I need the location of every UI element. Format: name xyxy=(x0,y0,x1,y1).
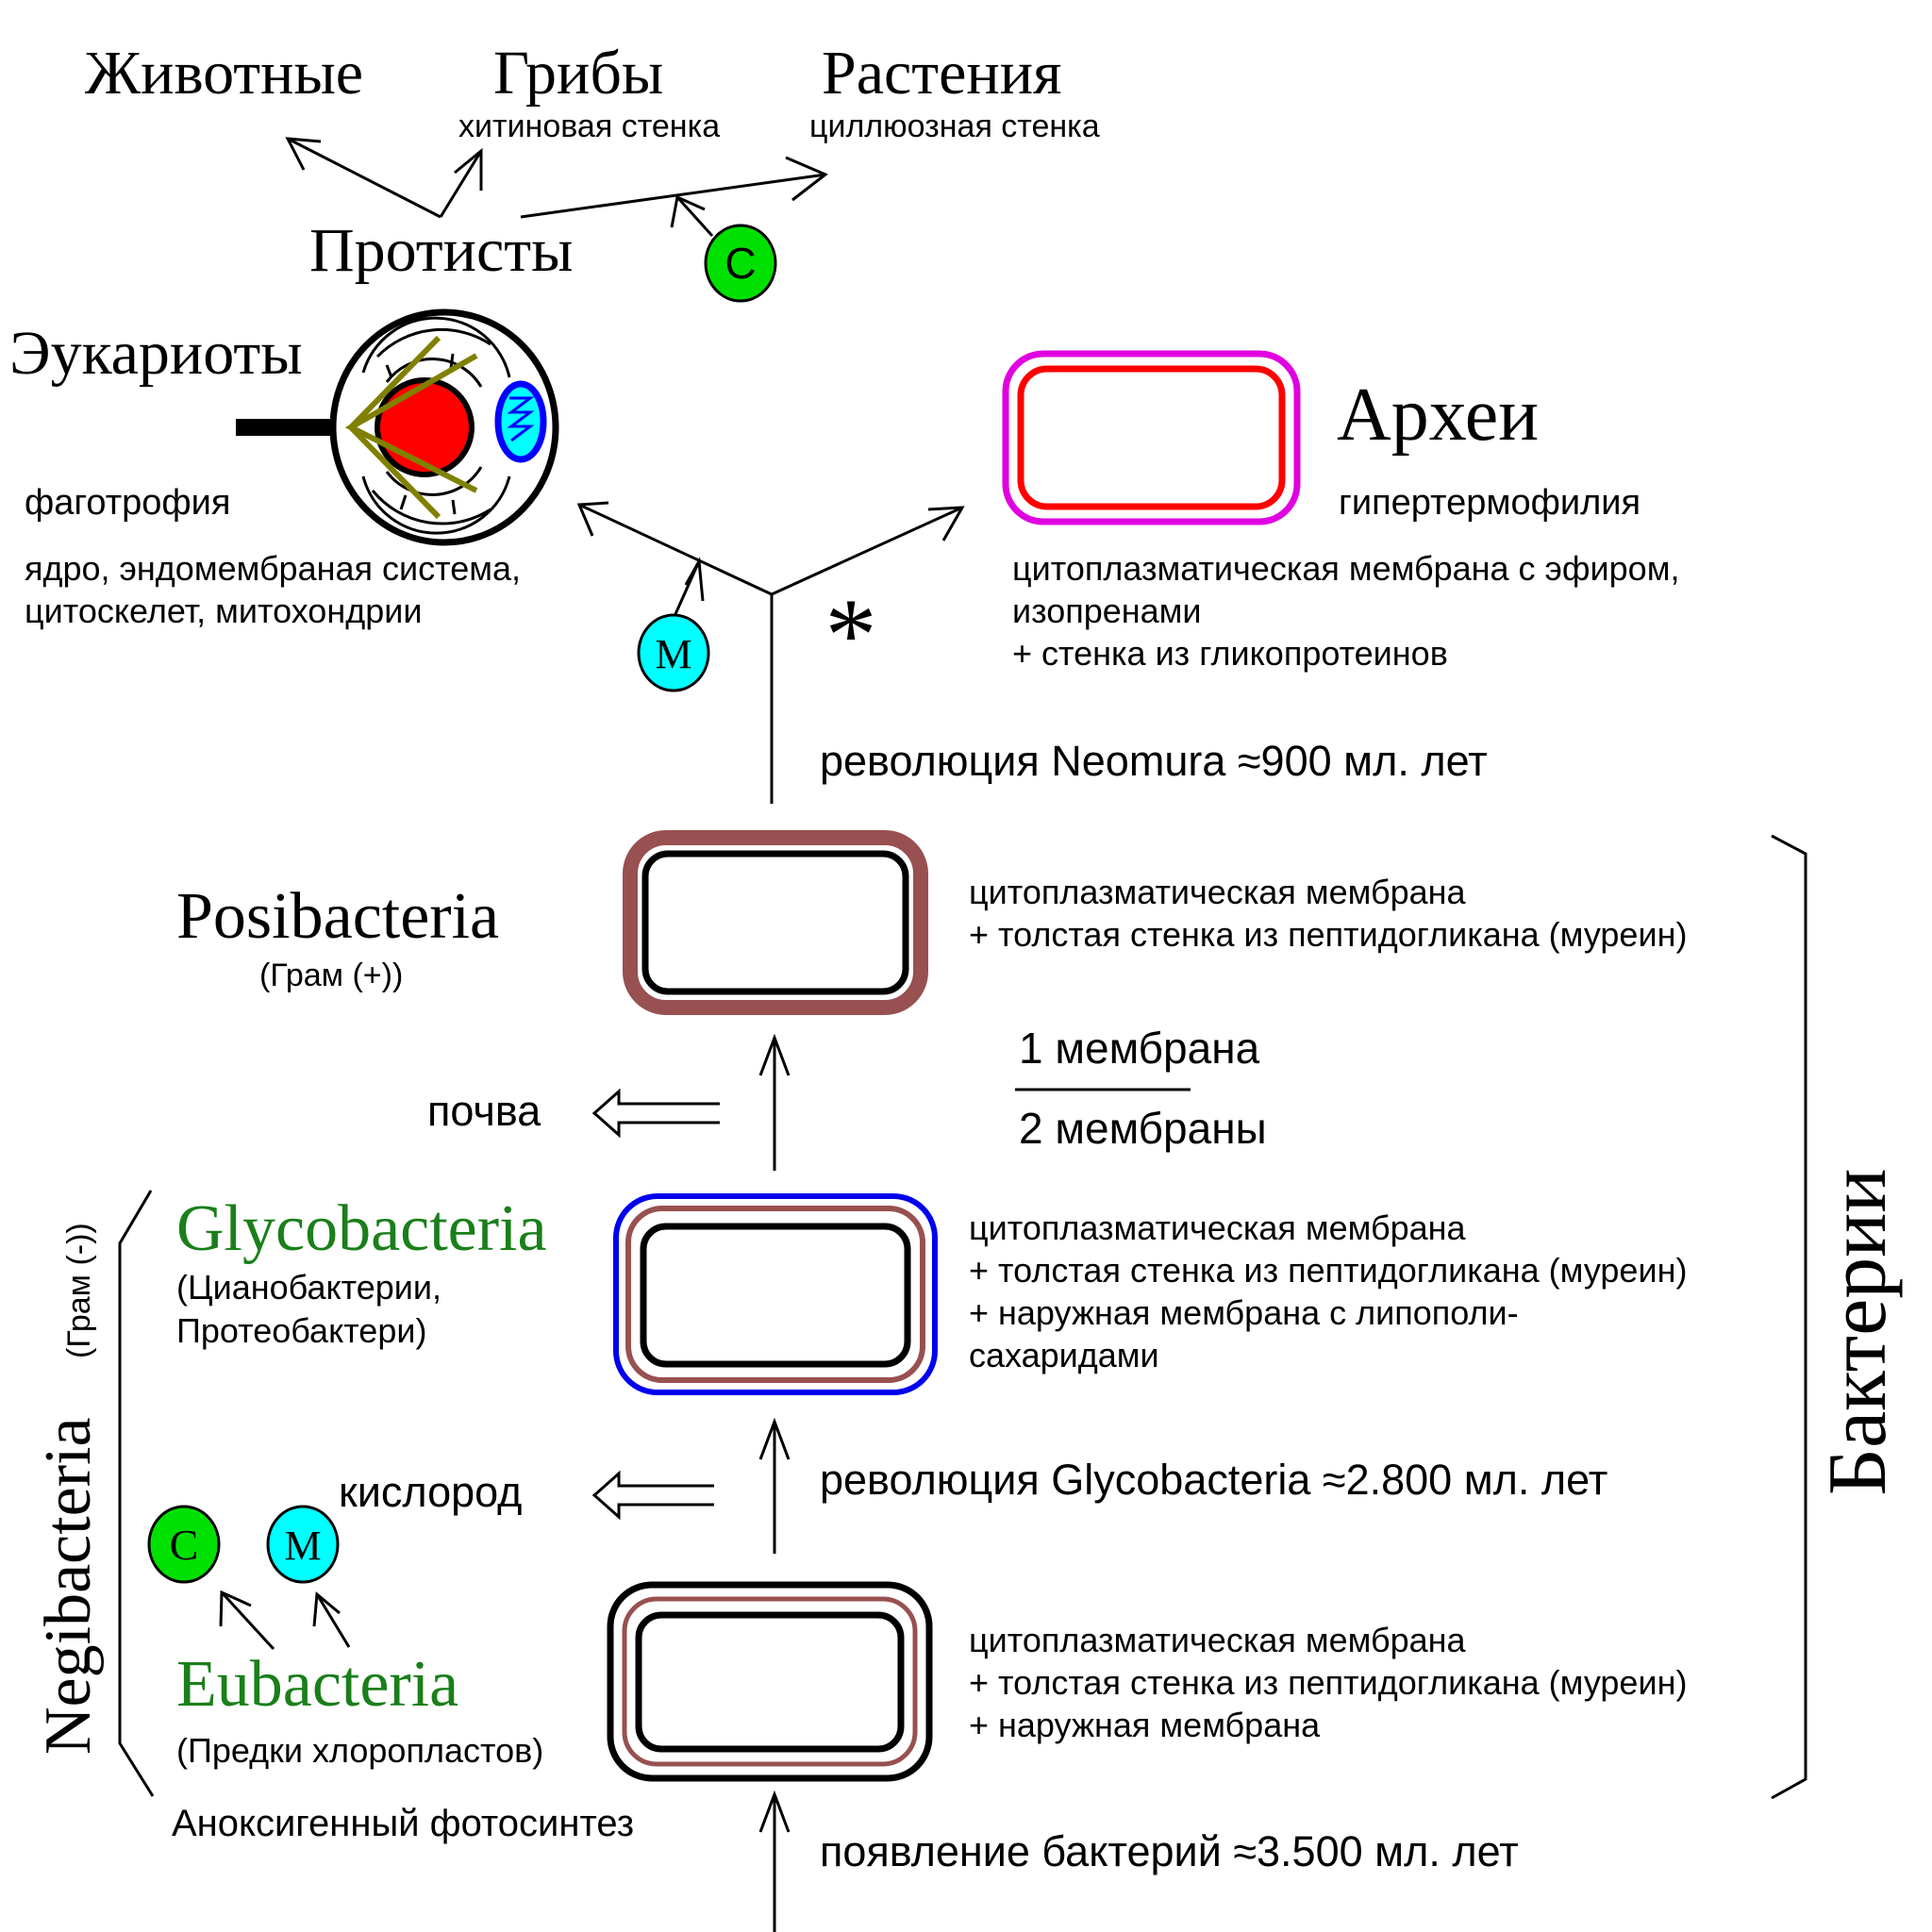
mitochondria-circle-icon xyxy=(266,1505,340,1584)
arrow-eu-to-chloroplast xyxy=(219,1590,275,1651)
eubacteria-membrane xyxy=(635,1611,905,1753)
note-plants-wall: циллюозная стенка xyxy=(809,108,1100,144)
label-fungi: Грибы xyxy=(493,39,663,108)
chloroplast-badge-label: C xyxy=(170,1521,199,1569)
flagellum-bar xyxy=(236,419,358,436)
archaea-desc-line3: + стенка из гликопротеинов xyxy=(1012,634,1448,673)
eubacteria-desc-line1: цитоплазматическая мембрана xyxy=(969,1621,1467,1659)
arrow-chloroplast-to-plants xyxy=(670,194,714,238)
archaea-trait: гипертермофилия xyxy=(1339,483,1641,523)
label-archaea: Археи xyxy=(1337,374,1539,457)
mito-badge-top: M xyxy=(637,613,710,692)
label-posibacteria: Posibacteria xyxy=(176,880,499,953)
eubacteria-desc-line3: + наружная мембрана xyxy=(969,1706,1321,1744)
nucleus-icon xyxy=(375,377,475,477)
note-fungi-wall: хитиновая стенка xyxy=(458,108,720,144)
mito-badge-label: M xyxy=(655,631,691,677)
archaea-desc-line2: изопренами xyxy=(1012,591,1202,630)
glycobacteria-revolution-label: революция Glycobacteria ≈2.800 мл. лет xyxy=(820,1456,1607,1504)
arrow-protists-to-fungi xyxy=(439,147,483,218)
bacteria-vertical-label: Бактерии xyxy=(1812,1169,1904,1496)
arrow-eu-to-mito xyxy=(312,1591,351,1648)
arrow-eu-to-glyco xyxy=(758,1417,791,1554)
eubacteria-desc-line2: + толстая стенка из пептидогликана (муре… xyxy=(969,1663,1687,1702)
posibacteria-desc-line2: + толстая стенка из пептидогликана (муре… xyxy=(969,915,1687,954)
eukaryote-features-line2: цитоскелет, митохондрии xyxy=(25,591,422,630)
chloroplast-badge-bottom: C xyxy=(147,1505,221,1584)
posibacteria-cell-icon xyxy=(623,830,928,1015)
mito-badge-bottom: M xyxy=(266,1505,340,1584)
eubacteria-cell-icon xyxy=(607,1581,933,1782)
arrow-glyco-to-posi xyxy=(758,1033,791,1171)
label-plants: Растения xyxy=(822,39,1061,108)
glycobacteria-desc-line3: + наружная мембрана с липополи- xyxy=(969,1293,1519,1332)
archaea-desc-line1: цитоплазматическая мембрана с эфиром, xyxy=(1012,549,1679,588)
chloroplast-circle-icon xyxy=(704,224,777,303)
archaea-cell-icon xyxy=(1002,350,1301,525)
glycobacteria-cell-icon xyxy=(613,1193,938,1395)
label-glycobacteria: Glycobacteria xyxy=(176,1192,547,1265)
neomura-revolution-label: революция Neomura ≈900 мл. лет xyxy=(820,737,1488,785)
chloroplast-badge-label: C xyxy=(724,239,756,288)
archaea-membrane xyxy=(1017,365,1286,510)
anoxygenic-photosynthesis-label: Аноксигенный фотосинтез xyxy=(172,1803,634,1844)
bacteria-origin-label: появление бактерий ≈3.500 мл. лет xyxy=(820,1827,1519,1875)
arrow-mito-to-eukaryotes xyxy=(674,557,705,615)
label-animals: Животные xyxy=(85,39,363,108)
eukaryote-cell-icon xyxy=(236,308,559,546)
posibacteria-desc-line1: цитоплазматическая мембрана xyxy=(969,873,1467,911)
label-eukaryotes: Эукариоты xyxy=(9,319,303,388)
label-eubacteria: Eubacteria xyxy=(176,1648,458,1721)
chloroplast-badge-top: C xyxy=(704,224,777,303)
label-protists: Протисты xyxy=(309,216,573,285)
mitochondrion-icon xyxy=(494,380,547,463)
eukaryote-trait: фаготрофия xyxy=(25,483,230,523)
eukaryote-features-line1: ядро, эндомембраная система, xyxy=(25,549,521,588)
bacteria-bracket xyxy=(1771,834,1807,1800)
posibacteria-gram: (Грам (+)) xyxy=(259,958,403,993)
soil-label: почва xyxy=(427,1087,541,1135)
glycobacteria-desc-line2: + толстая стенка из пептидогликана (муре… xyxy=(969,1251,1687,1290)
eubacteria-subtitle: (Предки хлоропластов) xyxy=(176,1731,543,1770)
mitochondria-circle-icon xyxy=(637,613,710,692)
glycobacteria-desc-line4: сахаридами xyxy=(969,1336,1159,1374)
glycobacteria-desc-line1: цитоплазматическая мембрана xyxy=(969,1208,1467,1247)
asterisk-mark: * xyxy=(825,577,877,692)
double-arrow-soil xyxy=(591,1088,720,1139)
neomura-fork xyxy=(576,501,965,804)
negibacteria-gram: (Грам (-)) xyxy=(61,1223,97,1358)
label-negibacteria: Negibacteria xyxy=(32,1417,105,1755)
legend-two-membranes: 2 мембраны xyxy=(1019,1104,1267,1153)
cytoskeleton-line xyxy=(344,353,478,493)
negibacteria-bracket xyxy=(118,1190,155,1797)
arrow-protists-to-plants xyxy=(520,156,828,219)
oxygen-label: кислород xyxy=(339,1468,522,1516)
glycobacteria-subtitle-line2: Протеобактери) xyxy=(176,1311,426,1350)
arrow-origin-to-eu xyxy=(758,1790,791,1932)
glycobacteria-membrane xyxy=(640,1223,911,1368)
legend-one-membrane: 1 мембрана xyxy=(1019,1024,1260,1073)
double-arrow-oxygen xyxy=(591,1470,714,1521)
posibacteria-membrane xyxy=(641,850,909,995)
arrow-protists-to-animals xyxy=(285,137,441,219)
glycobacteria-subtitle-line1: (Цианобактерии, xyxy=(176,1268,441,1307)
mito-badge-label: M xyxy=(284,1523,321,1569)
chloroplast-circle-icon xyxy=(147,1505,221,1584)
label-bacteria: Бактерии xyxy=(1812,1169,1904,1496)
negibacteria-vertical-label: Negibacteria (Грам (-)) xyxy=(32,1223,105,1755)
